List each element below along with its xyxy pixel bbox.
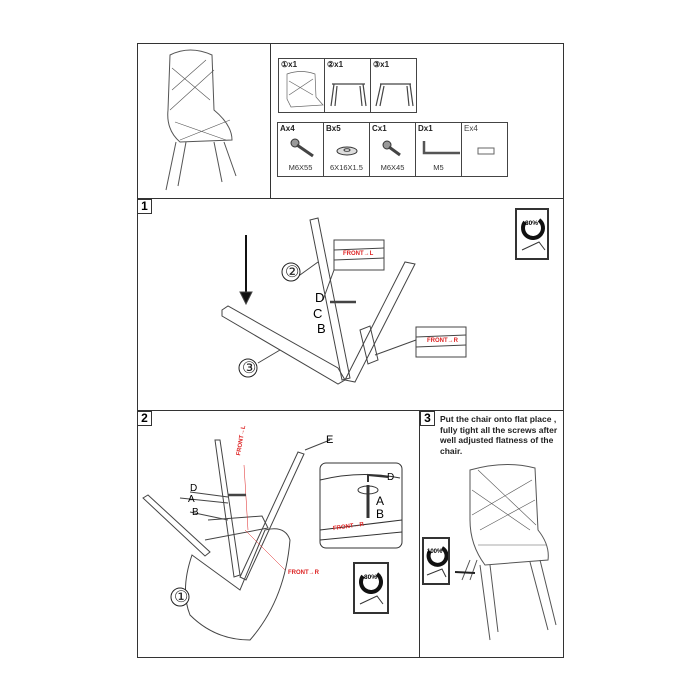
hardware-label: Ax4	[280, 124, 295, 133]
tighten-100-icon: 100%	[422, 537, 450, 585]
divider	[137, 198, 564, 199]
hardware-cell-d: Dx1 M5	[415, 122, 462, 177]
front-left-label: FRONT→L	[343, 251, 374, 257]
divider	[137, 410, 564, 411]
tighten-80-icon: 80%	[353, 562, 389, 614]
callout-b: B	[317, 321, 326, 336]
allen-key-icon	[422, 141, 460, 155]
detail-callout-b: B	[376, 507, 385, 521]
hardware-cell-c: Cx1 M6X45	[369, 122, 416, 177]
hardware-cell-a: Ax4 M6X55	[277, 122, 324, 177]
washer-icon	[336, 146, 358, 156]
part-cell-front-legs: ②x1	[324, 58, 371, 113]
part-label: ②x1	[327, 60, 344, 69]
front-right-label: FRONT→R	[288, 570, 319, 576]
tighten-percent: 80%	[364, 574, 378, 581]
tighten-percent: 80%	[525, 220, 539, 227]
bolt-icon	[290, 138, 314, 158]
hardware-cell-b: Bx5 6X16X1.5	[323, 122, 370, 177]
step-number: 2	[137, 411, 152, 426]
hardware-spec: M6X45	[380, 163, 405, 172]
front-leg-frame-icon	[330, 83, 367, 107]
step3-instruction: Put the chair onto flat place , fully ti…	[440, 414, 558, 456]
instruction-sheet	[137, 43, 564, 658]
part-label: ①x1	[281, 60, 298, 69]
callout-frame-2: ②	[285, 264, 300, 281]
hardware-label: Ex4	[464, 124, 478, 133]
hardware-spec: M5	[433, 163, 444, 172]
callout-seat: ①	[174, 589, 189, 606]
step-number: 1	[137, 199, 152, 214]
callout-a: A	[188, 494, 195, 505]
detail-callout-d: D	[387, 472, 395, 483]
callout-b: B	[192, 507, 199, 518]
divider	[270, 43, 271, 198]
divider	[419, 410, 420, 658]
hardware-label: Cx1	[372, 124, 387, 133]
hardware-spec: M6X55	[288, 163, 313, 172]
hardware-label: Bx5	[326, 124, 341, 133]
front-right-label: FRONT→R	[427, 338, 458, 344]
callout-c: C	[313, 306, 323, 321]
seat-icon	[286, 71, 324, 108]
part-label: ③x1	[373, 60, 390, 69]
hardware-cell-e: Ex4	[461, 122, 508, 177]
bolt-icon	[382, 140, 401, 157]
hardware-label: Dx1	[418, 124, 433, 133]
tighten-percent: 100%	[427, 549, 443, 555]
glide-pad-icon	[477, 147, 495, 155]
callout-d: D	[315, 290, 325, 305]
tighten-80-icon: 80%	[515, 208, 549, 260]
step-number: 3	[420, 411, 435, 426]
detail-callout-a: A	[376, 494, 385, 508]
callout-frame-3: ③	[242, 360, 257, 377]
part-cell-seat: ①x1	[278, 58, 325, 113]
back-leg-frame-icon	[375, 83, 414, 107]
hardware-spec: 6X16X1.5	[330, 163, 363, 172]
callout-d: D	[190, 483, 198, 494]
callout-e: E	[326, 434, 334, 446]
part-cell-back-legs: ③x1	[370, 58, 417, 113]
